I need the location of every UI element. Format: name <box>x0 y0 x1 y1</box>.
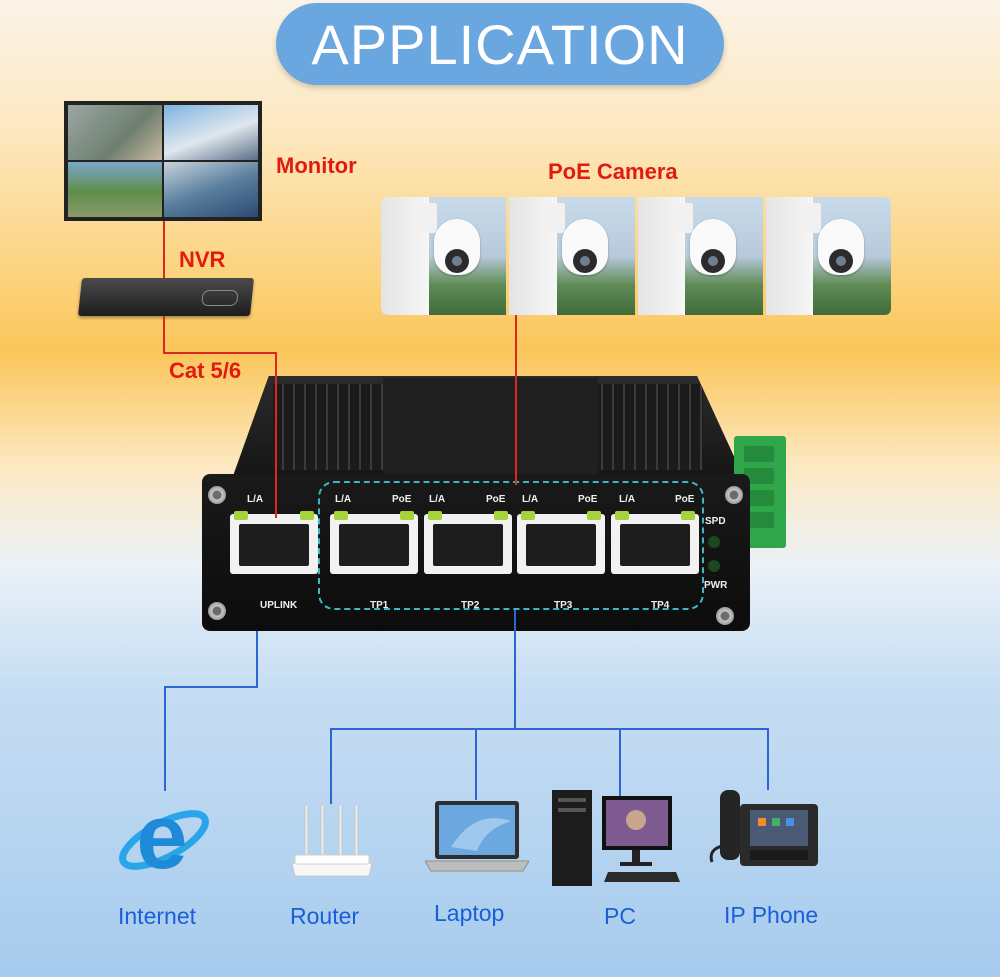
tp3-port-label: TP3 <box>554 600 573 611</box>
poe-camera-4 <box>765 197 891 315</box>
screw-icon <box>208 602 226 620</box>
camera-lens-icon <box>572 249 597 273</box>
uplink-cable <box>275 352 277 518</box>
title-text: APPLICATION <box>311 12 689 76</box>
screw-icon <box>208 486 226 504</box>
uplink-port-label: UPLINK <box>260 600 298 611</box>
internet-cable-horizontal <box>164 686 258 688</box>
pc-label: PC <box>604 903 636 929</box>
camera-lens-icon <box>829 249 854 273</box>
screw-icon <box>716 607 734 625</box>
camera-lens-icon <box>444 249 469 273</box>
monitor-label: Monitor <box>276 153 357 178</box>
tp3-poe-label: PoE <box>578 494 598 505</box>
internet-cable-down <box>164 686 166 791</box>
tp3-la-label: L/A <box>522 494 539 505</box>
poe-camera-label: PoE Camera <box>548 159 678 184</box>
pc-cable <box>619 728 621 797</box>
uplink-la-label: L/A <box>247 494 264 505</box>
laptop-icon <box>424 799 530 873</box>
poe-camera-strip <box>381 197 891 315</box>
pc-icon <box>550 786 685 890</box>
tp4-poe-label: PoE <box>675 494 695 505</box>
laptop-cable <box>475 728 477 800</box>
uplink-internet-cable <box>256 631 258 687</box>
cable-label: Cat 5/6 <box>169 358 242 383</box>
tp4-port-label: TP4 <box>651 600 670 611</box>
ip-phone-icon <box>706 786 820 870</box>
monitor-image <box>64 101 262 221</box>
poe-camera-3 <box>637 197 763 315</box>
monitor-feed-3 <box>68 162 162 217</box>
pwr-label: PWR <box>704 580 728 591</box>
tp1-la-label: L/A <box>335 494 352 505</box>
router-cable <box>330 728 332 804</box>
title-banner: APPLICATION <box>276 3 724 85</box>
uplink-port <box>230 511 318 574</box>
lan-bus-cable <box>330 728 768 730</box>
nvr-cable-horizontal <box>163 352 276 354</box>
monitor-feed-4 <box>164 162 258 217</box>
tp1-poe-label: PoE <box>392 494 412 505</box>
spd-led <box>708 536 720 548</box>
internet-explorer-icon: e <box>112 786 214 888</box>
nvr-cable-down <box>163 316 165 353</box>
poe-camera-1 <box>381 197 507 315</box>
ip-phone-label: IP Phone <box>724 902 819 928</box>
camera-cable <box>515 315 517 485</box>
switch-front-panel: L/A UPLINK L/A PoE TP1 L/A PoE TP2 L/A P… <box>202 474 750 631</box>
nvr-buttons <box>201 290 239 306</box>
lan-trunk-cable <box>514 610 516 729</box>
camera-lens-icon <box>701 249 726 273</box>
monitor-feed-1 <box>68 105 162 160</box>
monitor-feed-2 <box>164 105 258 160</box>
ip-phone-cable <box>767 728 769 790</box>
poe-ports-highlight <box>318 481 704 610</box>
spd-label: SPD <box>705 516 726 527</box>
internet-label: Internet <box>118 903 196 929</box>
svg-text:e: e <box>136 790 187 886</box>
nvr-label: NVR <box>179 247 226 272</box>
tp2-poe-label: PoE <box>486 494 506 505</box>
tp1-port <box>330 511 418 574</box>
nvr-device <box>78 278 254 316</box>
laptop-label: Laptop <box>434 900 505 926</box>
tp3-port <box>517 511 605 574</box>
router-icon <box>289 803 375 878</box>
status-led <box>708 560 720 572</box>
tp2-port <box>424 511 512 574</box>
screw-icon <box>725 486 743 504</box>
tp2-port-label: TP2 <box>461 600 480 611</box>
tp4-la-label: L/A <box>619 494 636 505</box>
router-label: Router <box>290 903 360 929</box>
tp1-port-label: TP1 <box>370 600 389 611</box>
tp4-port <box>611 511 699 574</box>
poe-camera-2 <box>509 197 635 315</box>
monitor-nvr-cable <box>163 221 165 278</box>
switch-heatsink <box>233 376 743 476</box>
tp2-la-label: L/A <box>429 494 446 505</box>
